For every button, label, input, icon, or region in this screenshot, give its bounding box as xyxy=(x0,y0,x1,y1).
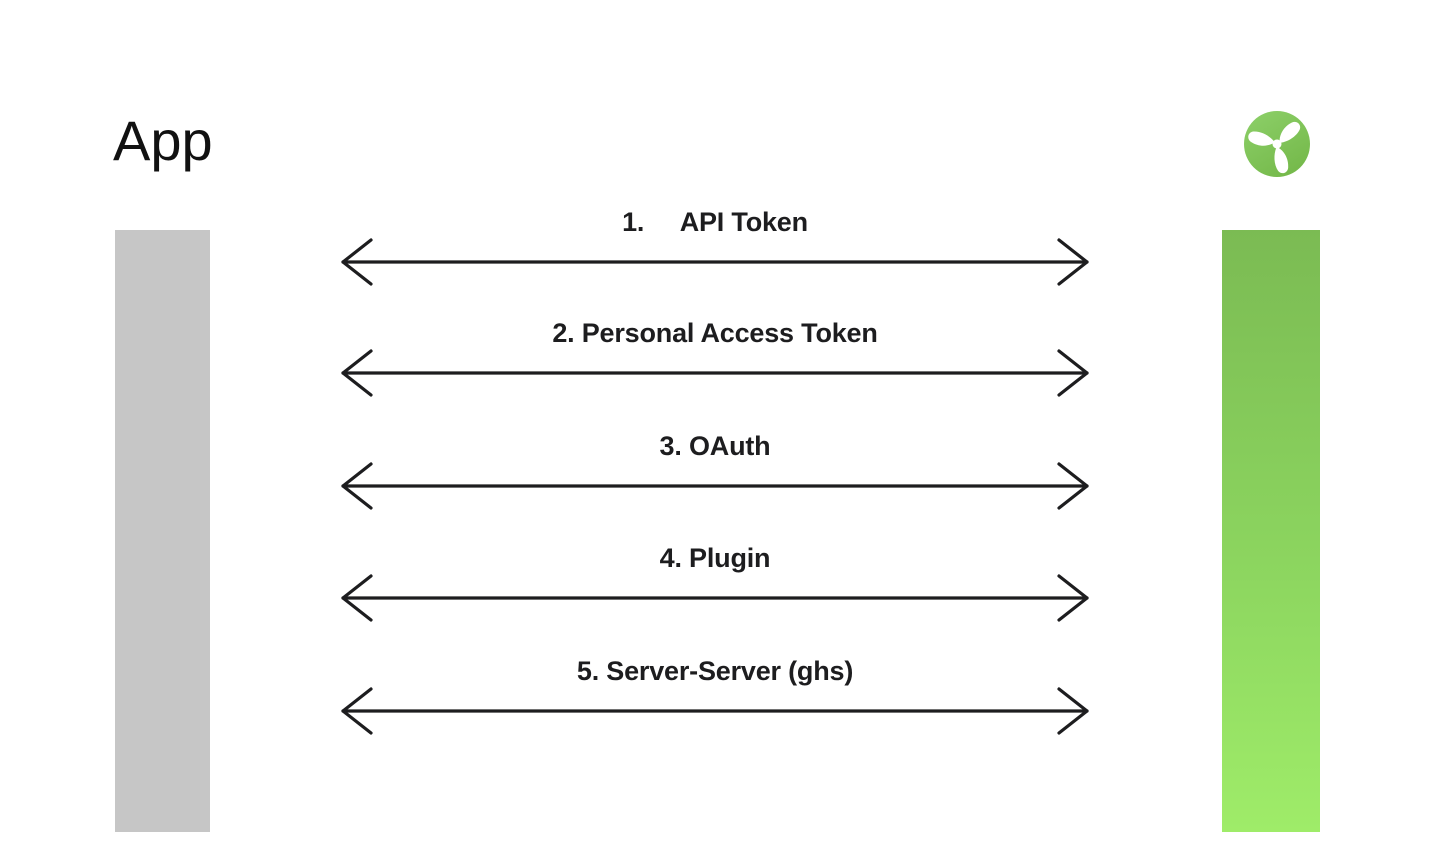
app-actor-bar xyxy=(115,230,210,832)
app-logo xyxy=(1244,111,1310,177)
double-arrow xyxy=(337,230,1093,294)
page-title: App xyxy=(113,109,213,172)
connection-label: 1. API Token xyxy=(622,207,808,237)
connection-label: 5. Server-Server (ghs) xyxy=(576,656,854,686)
connection-label: 4. Plugin xyxy=(659,543,771,573)
double-arrow xyxy=(337,679,1093,743)
service-actor-bar xyxy=(1222,230,1320,832)
double-arrow xyxy=(337,341,1093,405)
turbine-propeller-icon xyxy=(1244,111,1310,177)
double-arrow xyxy=(337,454,1093,518)
connection-label: 3. OAuth xyxy=(659,431,771,461)
double-arrow xyxy=(337,566,1093,630)
connection-label: 2. Personal Access Token xyxy=(552,318,878,348)
